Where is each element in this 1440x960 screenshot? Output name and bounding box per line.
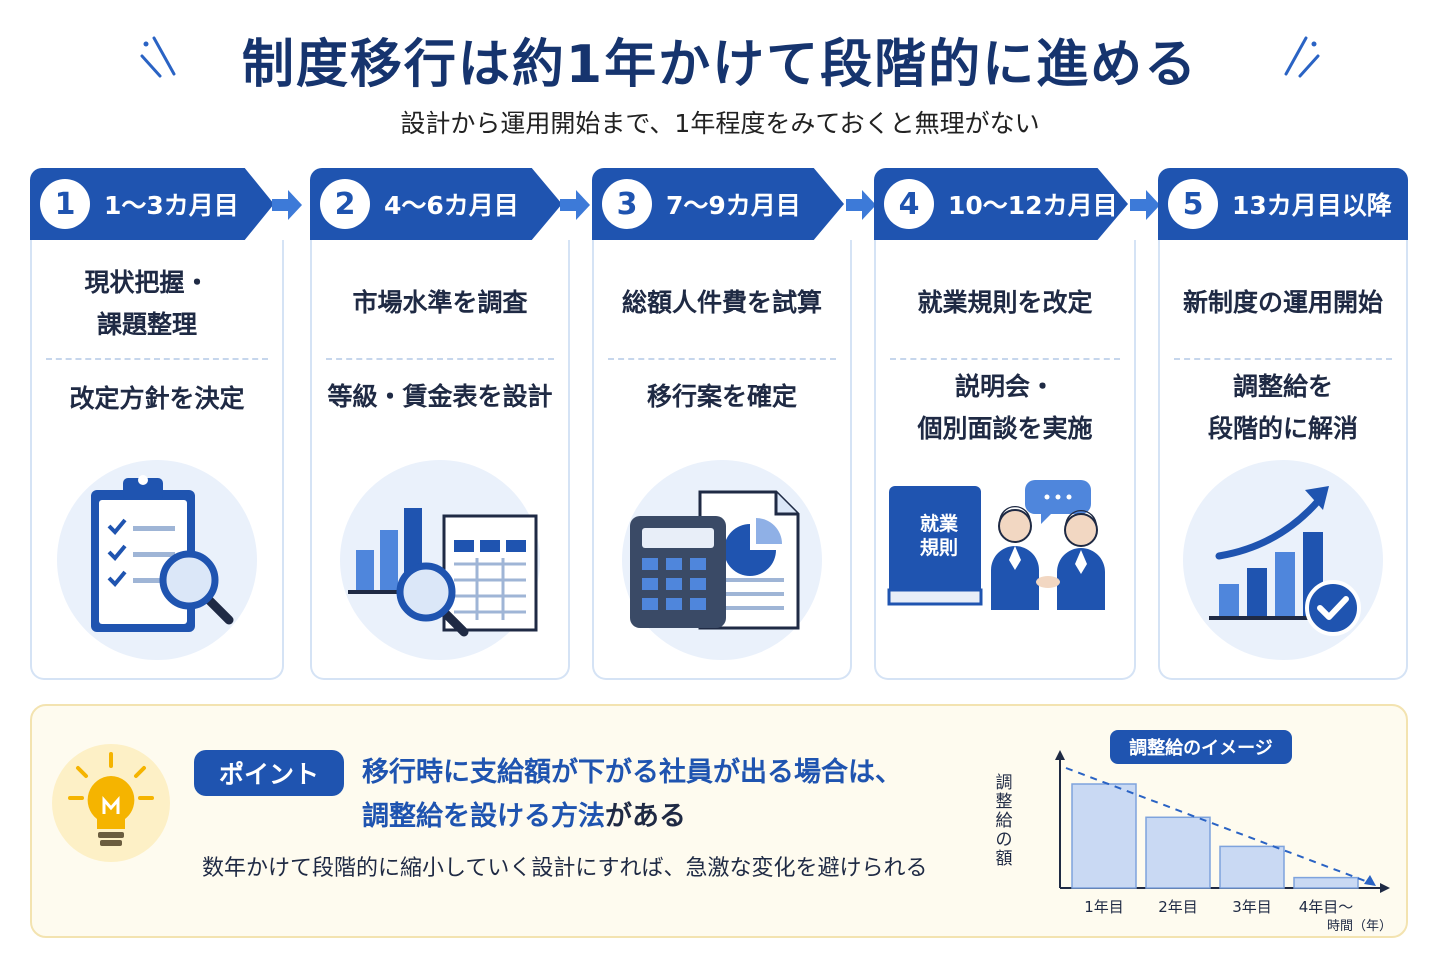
adjustment-allowance-chart: 調整給のイメージ 調整給の額 1年目 2年目 3年目 4年目〜時間（年） — [992, 726, 1402, 936]
point-text-line2: 調整給を設ける方法がある — [362, 794, 686, 833]
step-period: 13カ月目以降 — [1232, 191, 1392, 220]
chart-y-axis-label: 調整給の額 — [992, 774, 1016, 869]
step-task-secondary: 等級・賃金表を設計 — [327, 382, 553, 411]
step-card: 現状把握・ 課題整理 改定方針を決定 — [30, 240, 284, 680]
chart-x-axis-label: 時間（年） — [1327, 919, 1392, 934]
dashed-divider — [46, 358, 268, 360]
bar-chart-table-icon — [340, 460, 540, 660]
page-subtitle: 設計から運用開始まで、1年程度をみておくと無理がない — [400, 109, 1040, 138]
chart-x-axis-arrow — [1380, 883, 1390, 893]
step-number: 2 — [320, 179, 370, 229]
light-bulb-icon — [52, 744, 170, 862]
step-header: 4 10〜12カ月目 — [874, 168, 1128, 240]
step-header: 3 7〜9カ月目 — [592, 168, 844, 240]
chart-y-axis-label-char: 給 — [995, 811, 1013, 831]
chart-x-tick-label: 1年目 — [1084, 898, 1124, 916]
step-task-primary: 総額人件費を試算 — [621, 288, 822, 317]
growth-chart-check-icon — [1183, 460, 1383, 660]
point-highlight: 調整給を設ける方法 — [362, 801, 605, 832]
step-number: 3 — [602, 179, 652, 229]
sparkle-left-icon — [140, 36, 176, 78]
rulebook-meeting-icon: 就業 規則 — [885, 460, 1125, 660]
chart-y-axis-label-char: の — [995, 830, 1013, 850]
chart-trend-arrow — [1364, 875, 1376, 886]
clipboard-magnifier-icon — [57, 460, 257, 660]
step-number: 5 — [1168, 179, 1218, 229]
step-task-secondary: 移行案を確定 — [646, 382, 797, 411]
step-task-primary: 市場水準を調査 — [352, 288, 528, 317]
calculator-document-icon — [622, 460, 822, 660]
point-subtext: 数年かけて段階的に縮小していく設計にすれば、急激な変化を避けられる — [202, 856, 928, 881]
step-task-secondary: 説明会・ 個別面談を実施 — [917, 372, 1093, 443]
step-period: 10〜12カ月目 — [948, 191, 1118, 220]
page-title: 制度移行は約1年かけて段階的に進める — [241, 35, 1199, 95]
dashed-divider — [1174, 358, 1392, 360]
chart-trend-line — [1065, 767, 1369, 883]
point-badge: ポイント — [194, 750, 344, 796]
step-task-primary: 現状把握・ 課題整理 — [84, 268, 210, 339]
chart-plot: 1年目 2年目 3年目 4年目〜時間（年） — [1055, 750, 1392, 934]
step-task-secondary: 改定方針を決定 — [69, 384, 245, 413]
arrow-right-icon — [846, 190, 876, 220]
step-card: 総額人件費を試算 移行案を確定 — [592, 240, 852, 680]
step-period: 4〜6カ月目 — [384, 191, 519, 220]
step-period: 1〜3カ月目 — [104, 191, 239, 220]
chart-bar — [1219, 845, 1285, 889]
step-task-primary: 就業規則を改定 — [917, 288, 1093, 317]
arrow-right-icon — [560, 190, 590, 220]
step-card: 市場水準を調査 等級・賃金表を設計 — [310, 240, 570, 680]
point-text-tail: がある — [605, 801, 686, 832]
chart-bar — [1293, 876, 1359, 889]
chart-bar — [1145, 816, 1211, 889]
chart-bar — [1071, 783, 1137, 889]
step-header: 2 4〜6カ月目 — [310, 168, 562, 240]
step-task-secondary: 調整給を 段階的に解消 — [1207, 372, 1358, 443]
point-callout: ポイント 移行時に支給額が下がる社員が出る場合は、 調整給を設ける方法がある 数… — [30, 704, 1408, 938]
chart-y-axis-arrow — [1055, 750, 1065, 760]
step-card: 就業規則を改定 説明会・ 個別面談を実施 就業 規則 — [874, 240, 1136, 680]
chart-y-axis-label-char: 整 — [995, 792, 1013, 812]
timeline-steps: 1 1〜3カ月目 現状把握・ 課題整理 改定方針を決定 — [30, 168, 1410, 680]
step-card: 新制度の運用開始 調整給を 段階的に解消 — [1158, 240, 1408, 680]
point-text-line1: 移行時に支給額が下がる社員が出る場合は、 — [362, 757, 902, 788]
chart-x-tick-label: 4年目〜 — [1299, 898, 1354, 916]
step-header: 5 13カ月目以降 — [1158, 168, 1408, 240]
step-number: 1 — [40, 179, 90, 229]
step-task-primary: 新制度の運用開始 — [1182, 288, 1383, 317]
arrow-right-icon — [272, 190, 302, 220]
chart-x-tick-label: 3年目 — [1232, 898, 1272, 916]
rulebook-label: 就業 — [920, 512, 959, 535]
chart-y-axis-label-char: 額 — [995, 849, 1013, 869]
dashed-divider — [890, 358, 1120, 360]
dashed-divider — [326, 358, 554, 360]
arrow-right-icon — [1130, 190, 1160, 220]
step-header: 1 1〜3カ月目 — [30, 168, 274, 240]
chart-title: 調整給のイメージ — [1110, 730, 1292, 764]
rulebook-label: 規則 — [920, 537, 958, 559]
chart-y-axis-label-char: 調 — [995, 773, 1013, 793]
dashed-divider — [608, 358, 836, 360]
step-period: 7〜9カ月目 — [666, 191, 801, 220]
chart-x-tick-label: 2年目 — [1158, 898, 1198, 916]
sparkle-right-icon — [1284, 36, 1320, 78]
step-number: 4 — [884, 179, 934, 229]
